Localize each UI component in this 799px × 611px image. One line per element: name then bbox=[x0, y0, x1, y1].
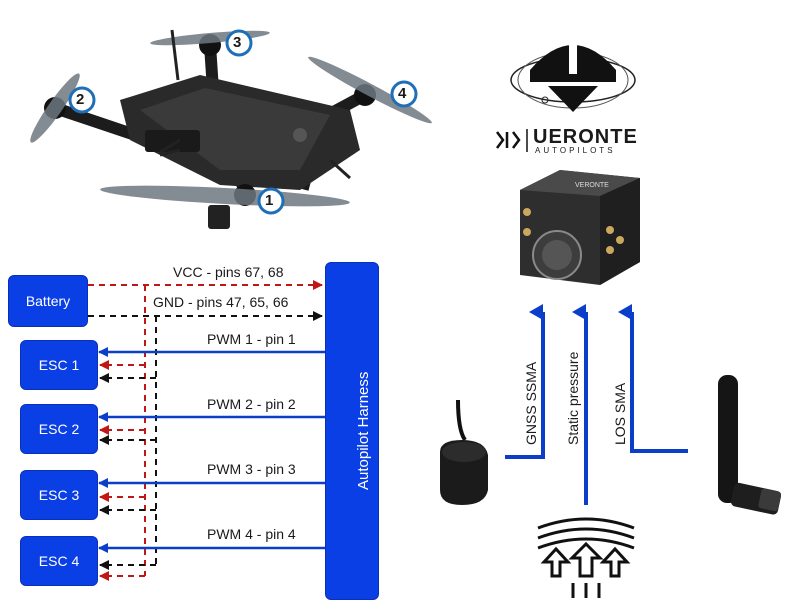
motor-label-2: 2 bbox=[76, 91, 85, 108]
gnss-link bbox=[505, 304, 545, 459]
los-label: LOS SMA bbox=[612, 382, 628, 445]
gnd-label: GND - pins 47, 65, 66 bbox=[153, 294, 289, 310]
motor-label-3: 3 bbox=[233, 34, 242, 51]
pressure-arrows-icon bbox=[540, 541, 631, 598]
drone-illustration bbox=[30, 29, 432, 229]
svg-text:VERONTE: VERONTE bbox=[575, 182, 609, 189]
battery-block: Battery bbox=[8, 275, 88, 327]
los-link bbox=[618, 304, 688, 453]
motor-badge-4 bbox=[390, 80, 418, 108]
pwm1-label: PWM 1 - pin 1 bbox=[207, 331, 296, 347]
autopilot-harness-block bbox=[325, 262, 379, 600]
gnd-distribution bbox=[99, 316, 157, 570]
autopilot-harness-label: Autopilot Harness bbox=[355, 371, 372, 490]
static-pressure-label: Static pressure bbox=[565, 351, 581, 445]
motor-label-4: 4 bbox=[398, 85, 407, 102]
veronte-wordmark-icon bbox=[496, 129, 528, 152]
pwm2-label: PWM 2 - pin 2 bbox=[207, 396, 296, 412]
vcc-distribution bbox=[99, 285, 146, 581]
pressure-waves-icon bbox=[537, 517, 635, 550]
brand-mark: I bbox=[571, 46, 577, 68]
motor-badge-3 bbox=[225, 29, 253, 57]
vcc-label: VCC - pins 67, 68 bbox=[173, 264, 284, 280]
veronte-logo-mark bbox=[510, 42, 636, 112]
brand-name: UERONTE bbox=[533, 126, 638, 148]
esc4-block: ESC 4 bbox=[20, 536, 98, 586]
motor-label-1: 1 bbox=[265, 192, 274, 209]
autopilot-device: VERONTE bbox=[520, 170, 640, 285]
pwm4-label: PWM 4 - pin 4 bbox=[207, 526, 296, 542]
pwm3-label: PWM 3 - pin 3 bbox=[207, 461, 296, 477]
gnss-label: GNSS SSMA bbox=[523, 361, 539, 445]
motor-badge-1 bbox=[257, 187, 285, 215]
gnss-antenna bbox=[440, 399, 488, 505]
esc2-block: ESC 2 bbox=[20, 404, 98, 454]
esc3-block: ESC 3 bbox=[20, 470, 98, 520]
brand-tagline: AUTOPILOTS bbox=[535, 146, 616, 155]
motor-badge-2 bbox=[68, 86, 96, 114]
esc1-block: ESC 1 bbox=[20, 340, 98, 390]
los-antenna bbox=[718, 375, 782, 515]
